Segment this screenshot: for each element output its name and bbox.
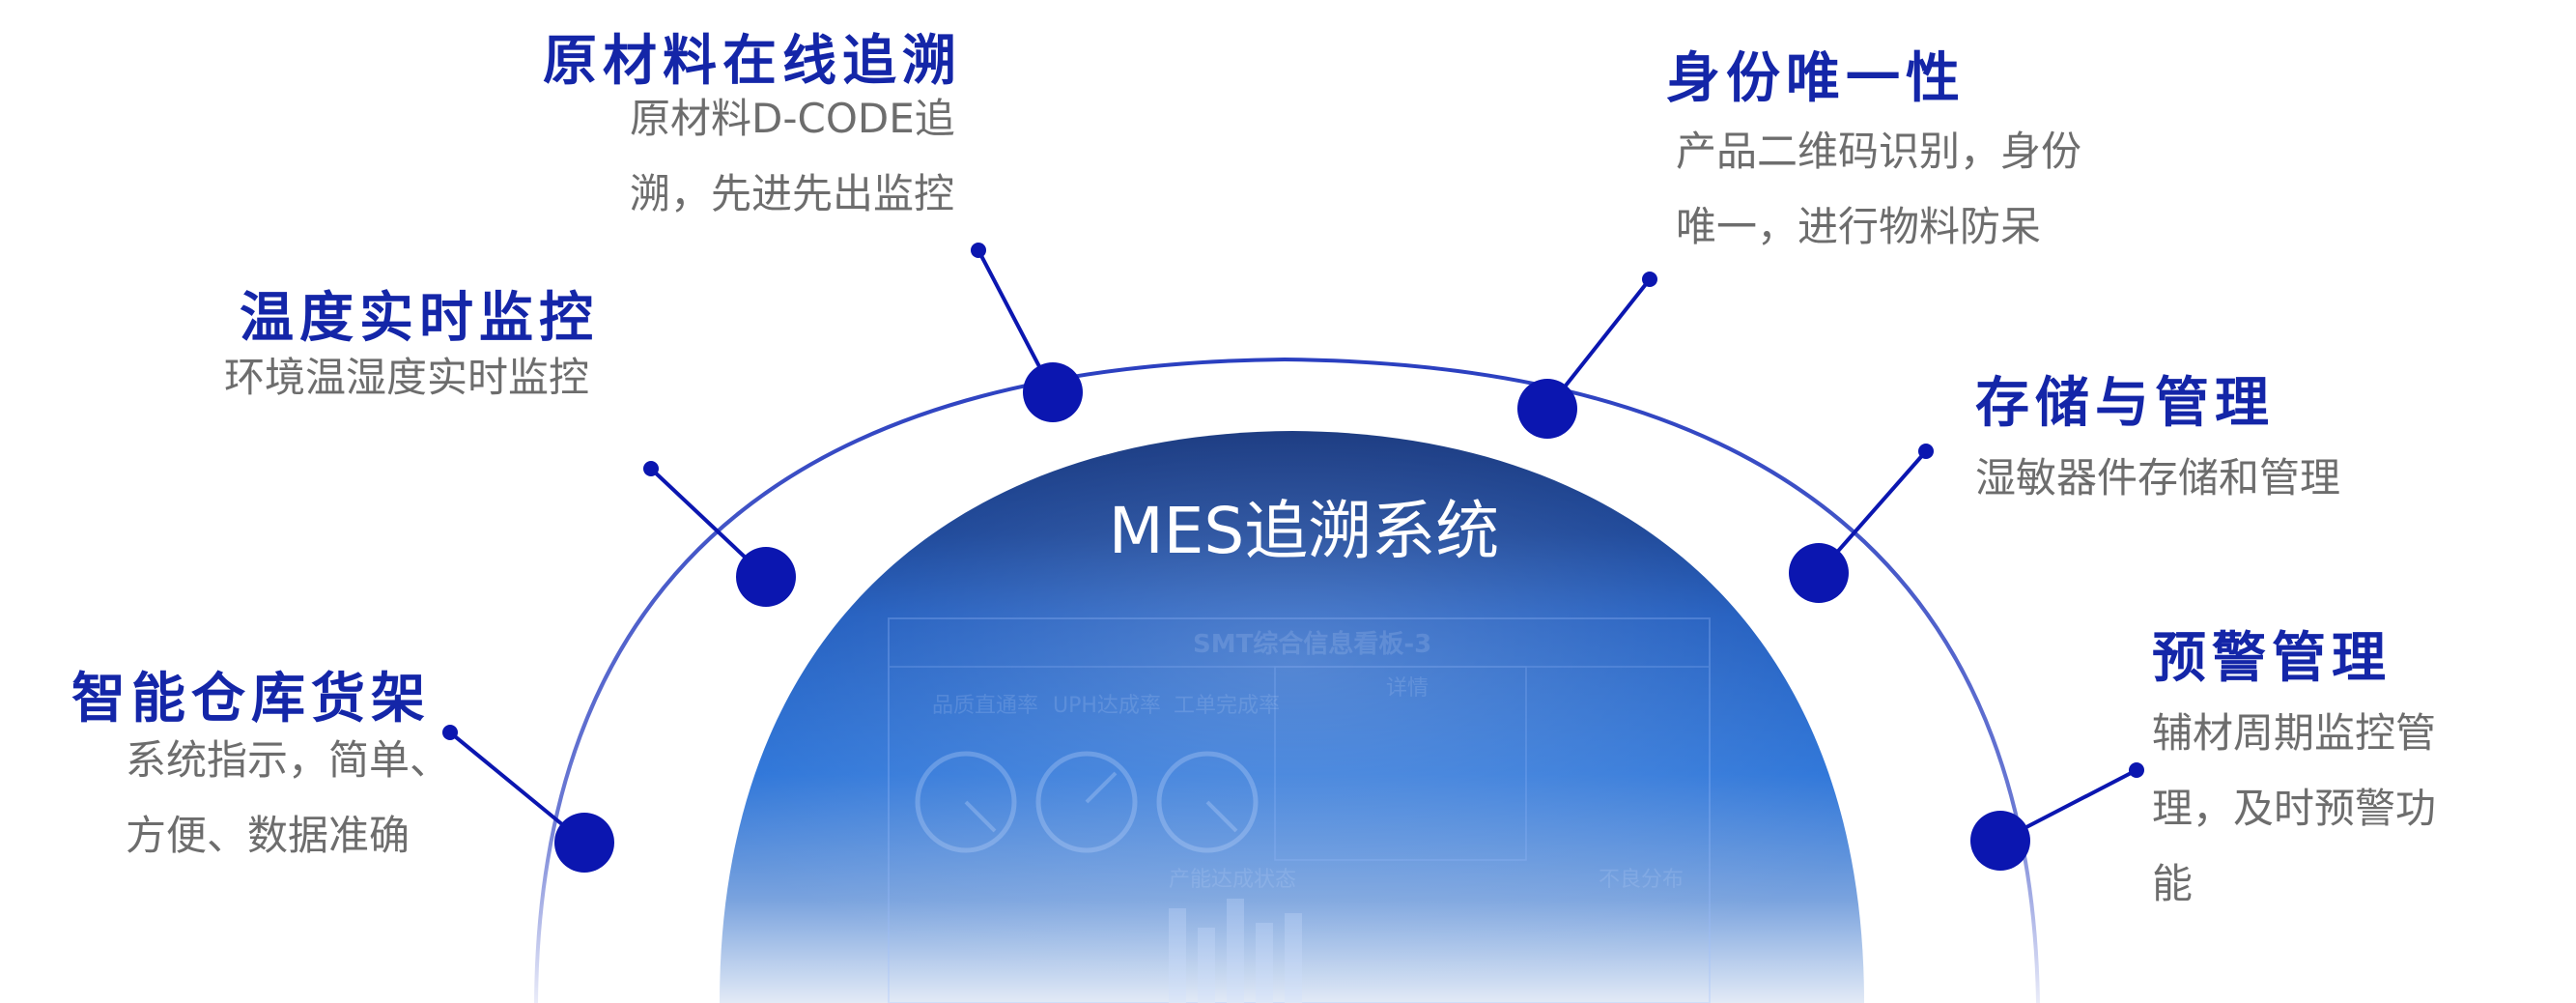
dome-glow [720,431,1864,1003]
node-temperature [736,547,796,607]
feature-title-storage: 存储与管理 [1975,372,2275,435]
feature-desc-warehouse: 系统指示，简单、 方便、数据准确 [126,723,450,874]
desc-line: 溯，先进先出监控 [630,170,955,217]
desc-line: 系统指示，简单、 [126,736,451,784]
desc-line: 环境温湿度实时监控 [224,354,590,401]
dashboard-ghost-label: 产能达成状态 [1169,868,1297,892]
dashboard-ghost-label: 不良分布 [1599,868,1684,892]
desc-line: 能 [2152,860,2194,907]
node-alert [1970,811,2030,871]
desc-line: 理，及时预警功 [2152,785,2437,832]
desc-line: 方便、数据准确 [126,812,410,859]
feature-title-identity: 身份唯一性 [1666,47,1966,110]
system-title: MES追溯系统 [1108,494,1500,568]
dashboard-ghost-label: 详情 [1386,676,1430,701]
node-raw-material [1023,362,1083,422]
dashboard-ghost-label: UPH达成率 [1053,694,1161,718]
dashboard-ghost-panel [888,617,1711,1003]
feature-title-warehouse: 智能仓库货架 [71,668,431,731]
desc-line: 湿敏器件存储和管理 [1975,454,2341,502]
dashboard-ghost-title: SMT综合信息看板-3 [1193,630,1432,659]
node-identity [1517,379,1577,439]
feature-desc-alert: 辅材周期监控管 理，及时预警功 能 [2152,696,2436,922]
desc-line: 产品二维码识别，身份 [1676,128,2082,175]
desc-line: 原材料D-CODE追 [630,95,955,142]
desc-line: 唯一，进行物料防呆 [1676,203,2042,250]
dashboard-ghost-label: 工单完成率 [1174,694,1281,718]
outer-arc [534,357,2040,1003]
feature-title-temperature: 温度实时监控 [240,287,599,350]
connector-end-dots [442,243,2144,778]
arc-nodes [554,362,2030,873]
feature-title-raw-material: 原材料在线追溯 [543,30,962,93]
node-storage [1789,543,1849,603]
feature-desc-raw-material: 原材料D-CODE追 溯，先进先出监控 [630,81,955,232]
feature-desc-identity: 产品二维码识别，身份 唯一，进行物料防呆 [1676,114,2081,265]
feature-desc-storage: 湿敏器件存储和管理 [1975,441,2340,516]
feature-title-alert: 预警管理 [2152,627,2392,690]
feature-desc-temperature: 环境温湿度实时监控 [224,340,589,416]
node-warehouse [554,813,614,873]
desc-line: 辅材周期监控管 [2152,709,2437,757]
dashboard-ghost-label: 品质直通率 [932,694,1039,718]
